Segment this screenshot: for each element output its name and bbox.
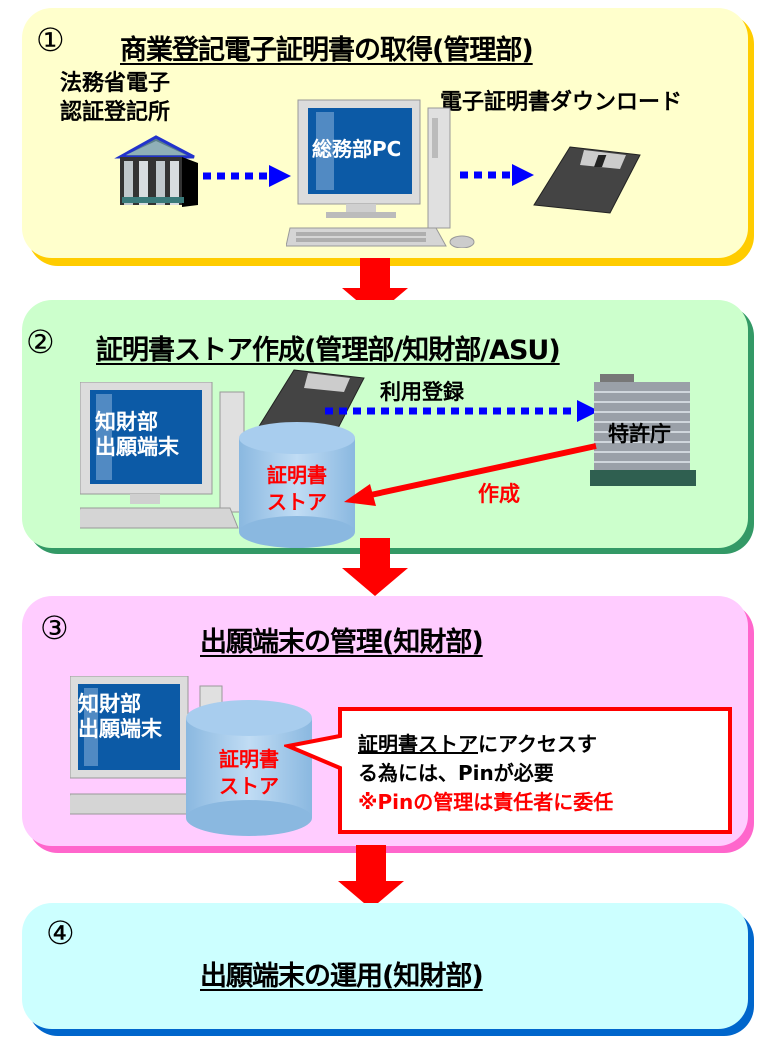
flow-arrow-3-to-4 — [338, 845, 404, 909]
government-building-icon — [114, 135, 198, 207]
step1-title: 商業登記電子証明書の取得(管理部) — [120, 35, 534, 66]
step3-store-label: 証明書 ストア — [204, 746, 294, 800]
dotted-arrow-to-floppy — [460, 164, 534, 186]
step1-pc-label: 総務部PC — [312, 137, 402, 161]
create-label: 作成 — [478, 482, 520, 506]
step1-download-label: 電子証明書ダウンロード — [440, 90, 683, 115]
ip-dept-pc-icon — [80, 382, 245, 529]
floppy-disk-icon-2 — [257, 369, 365, 437]
step2-title: 証明書ストア作成(管理部/知財部/ASU) — [96, 335, 561, 366]
dotted-arrow-register — [325, 400, 599, 422]
flow-arrow-2-to-3 — [342, 538, 408, 596]
patent-office-building-icon — [590, 374, 696, 486]
step4-number: ④ — [46, 914, 75, 952]
floppy-disk-icon — [533, 146, 641, 214]
callout-line2: る為には、Pinが必要 — [358, 761, 554, 785]
step3-number: ③ — [40, 609, 69, 647]
callout-text: 証明書ストアにアクセスす る為には、Pinが必要 ※Pinの管理は責任者に委任 — [358, 730, 613, 817]
dotted-arrow-to-pc — [203, 165, 291, 187]
step1-source-label: 法務省電子 認証登記所 — [60, 70, 170, 127]
callout-line1: 証明書ストアにアクセスす — [358, 730, 613, 759]
step2-number: ② — [26, 323, 55, 361]
certificate-store-cylinder-2 — [186, 700, 312, 836]
step2-store-line2: ストア — [267, 490, 327, 514]
create-arrow — [344, 443, 597, 506]
callout-store-term: 証明書ストア — [358, 732, 478, 756]
step4-title: 出願端末の運用(知財部) — [200, 961, 484, 992]
step3-pc-line1: 知財部 — [78, 692, 141, 716]
desktop-pc-icon — [286, 99, 475, 248]
step1-source-line2: 認証登記所 — [60, 99, 171, 125]
step3-store-line1: 証明書 — [219, 747, 279, 771]
step2-store-line1: 証明書 — [267, 463, 327, 487]
step2-pc-label: 知財部 出願端末 — [95, 410, 179, 460]
step3-title: 出願端末の管理(知財部) — [200, 627, 484, 658]
register-label: 利用登録 — [380, 380, 464, 404]
step2-pc-line1: 知財部 — [95, 410, 158, 434]
step2-pc-line2: 出願端末 — [95, 435, 179, 460]
step2-store-label: 証明書 ストア — [255, 462, 339, 516]
step4-box — [22, 903, 748, 1029]
certificate-store-cylinder — [239, 422, 355, 548]
step3-pc-label: 知財部 出願端末 — [78, 692, 162, 742]
step1-number: ① — [36, 21, 65, 59]
callout-box — [284, 707, 732, 834]
step3-pc-line2: 出願端末 — [78, 717, 162, 742]
callout-note: ※Pinの管理は責任者に委任 — [358, 790, 614, 814]
patent-office-label: 特許庁 — [608, 422, 671, 446]
step1-source-line1: 法務省電子 — [60, 71, 171, 96]
step3-store-line2: ストア — [219, 774, 279, 798]
callout-line1-rest: にアクセスす — [478, 732, 597, 756]
